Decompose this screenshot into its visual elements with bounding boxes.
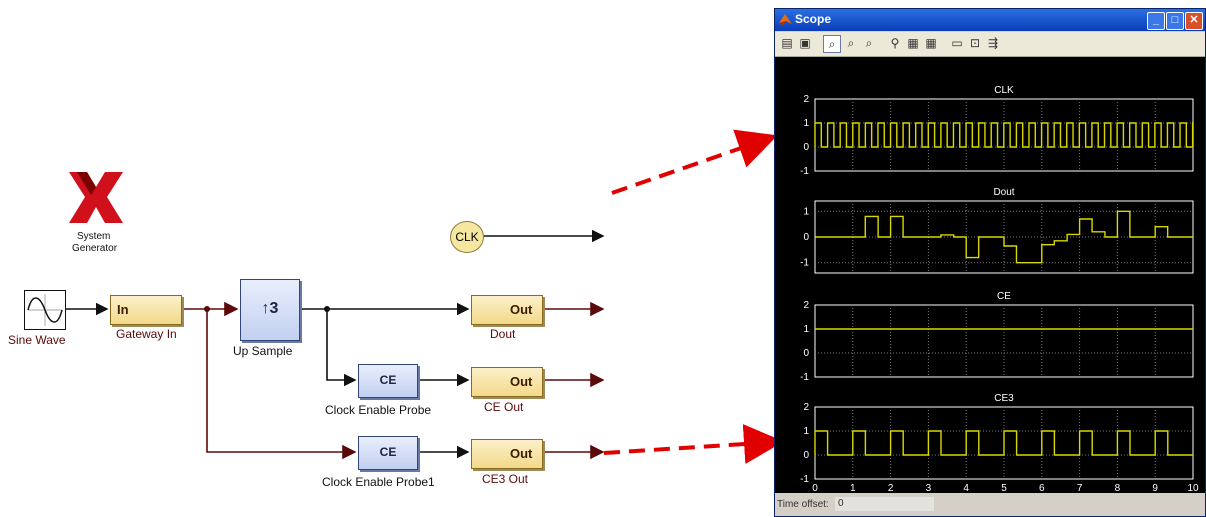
x-tick-label: 2 [888,483,894,493]
clock-enable-probe1-block[interactable]: CE [358,436,418,470]
ce-out-port: Out [510,374,533,389]
y-tick-label: 1 [803,206,809,217]
y-tick-label: 0 [803,232,809,243]
trace-ce3 [814,430,1193,456]
y-tick-label: 0 [803,142,809,153]
scope-toolbar: ▤ ▣ ⌕ ⌕ ⌕ ⚲ ▦ ▦ ▭ ⊡ ⇶ [775,32,1205,57]
ce3-out-label: CE3 Out [482,472,529,486]
dout-block[interactable]: Out [471,295,543,325]
ce3-out-block[interactable]: Out [471,439,543,469]
x-tick-label: 8 [1115,483,1121,493]
x-tick-label: 4 [963,483,969,493]
params-icon[interactable]: ▣ [799,36,811,50]
gateway-in-label: Gateway In [116,327,177,341]
x-tick-label: 9 [1152,483,1158,493]
trace-dout [815,210,1193,264]
lock-icon[interactable]: ⊡ [969,36,981,50]
x-tick-label: 1 [850,483,856,493]
sine-wave-block[interactable] [24,290,66,330]
gateway-in-block[interactable]: In [110,295,182,325]
maximize-button[interactable]: □ [1166,12,1184,30]
x-tick-label: 3 [926,483,932,493]
x-tick-label: 0 [812,483,818,493]
floating-scope-icon[interactable]: ▭ [951,36,963,50]
up-sample-symbol: ↑3 [261,300,279,317]
logo-caption-line2: Generator [72,243,118,254]
panel-title: CLK [994,85,1014,96]
x-tick-label: 6 [1039,483,1045,493]
y-tick-label: 0 [803,450,809,461]
print-icon[interactable]: ▤ [781,36,793,50]
y-tick-label: 0 [803,348,809,359]
ce-out-block[interactable]: Out [471,367,543,397]
y-tick-label: 1 [803,426,809,437]
clock-enable-probe1-port: CE [379,445,397,459]
y-tick-label: 1 [803,118,809,129]
clock-enable-probe-block[interactable]: CE [358,364,418,398]
sine-wave-icon [27,294,63,326]
clk-block[interactable]: CLK [450,221,484,253]
logo-caption-line1: System [77,231,111,242]
y-tick-label: -1 [800,372,809,383]
sine-wave-label: Sine Wave [8,333,66,347]
panel-title: CE3 [994,393,1014,404]
panel-title: Dout [993,187,1014,198]
panel-title: CE [997,291,1011,302]
clk-label: CLK [455,230,479,244]
zoom-icon[interactable]: ⌕ [823,35,841,53]
save-axes-icon[interactable]: ▦ [907,36,919,50]
dout-label: Dout [490,327,516,341]
zoom-x-icon[interactable]: ⌕ [847,36,855,50]
restore-axes-icon[interactable]: ▦ [925,36,937,50]
system-generator-logo[interactable] [67,170,125,225]
y-tick-label: -1 [800,166,809,177]
y-tick-label: 1 [803,324,809,335]
ce3-out-port: Out [510,446,533,461]
time-offset-value: 0 [835,497,934,511]
minimize-button[interactable]: _ [1147,12,1165,30]
matlab-icon [779,14,792,26]
x-tick-label: 7 [1077,483,1083,493]
y-tick-label: -1 [800,474,809,485]
x-tick-label: 10 [1187,483,1199,493]
up-sample-block[interactable]: ↑3 [240,279,300,341]
clock-enable-probe1-label: Clock Enable Probe1 [322,475,435,489]
y-tick-label: 2 [803,94,809,105]
time-offset-label: Time offset: [777,499,829,510]
y-tick-label: 2 [803,402,809,413]
scope-titlebar[interactable]: Scope _ □ ✕ [775,9,1205,31]
close-button[interactable]: ✕ [1185,12,1203,30]
up-sample-label: Up Sample [233,344,293,358]
ce-out-label: CE Out [484,400,524,414]
scope-title: Scope [795,12,832,26]
diagram-wires [66,129,774,465]
scope-statusbar: Time offset: 0 [775,495,1205,516]
y-tick-label: -1 [800,258,809,269]
clock-enable-probe-label: Clock Enable Probe [325,403,432,417]
clock-enable-probe-port: CE [379,373,397,387]
trace-clk [814,122,1194,148]
gateway-in-port: In [117,302,129,317]
zoom-y-icon[interactable]: ⌕ [865,36,873,50]
dout-port: Out [510,302,533,317]
signal-selection-icon[interactable]: ⇶ [987,36,999,50]
binoculars-icon[interactable]: ⚲ [890,36,900,50]
y-tick-label: 2 [803,300,809,311]
x-tick-label: 5 [1001,483,1007,493]
